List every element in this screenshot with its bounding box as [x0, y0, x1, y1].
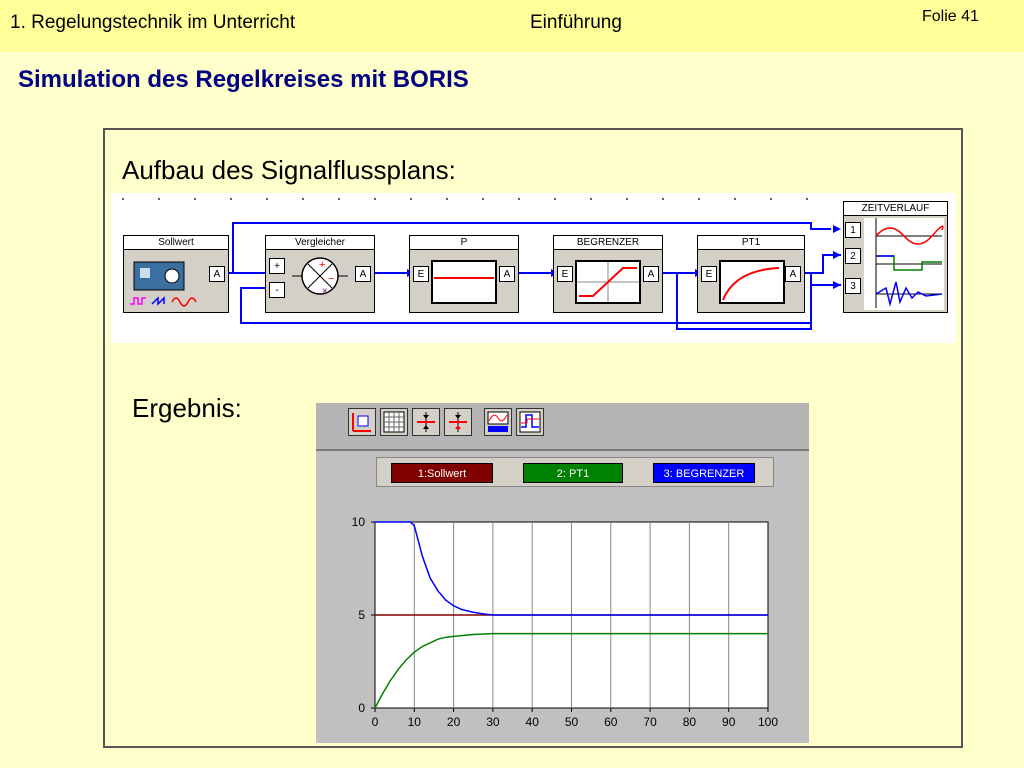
x-tick-label: 0	[372, 715, 379, 729]
input-port-minus[interactable]: -	[269, 282, 285, 298]
block-zeitverlauf[interactable]: ZEITVERLAUF 1 2 3	[843, 201, 948, 313]
result-heading: Ergebnis:	[132, 393, 242, 423]
block-label: Vergleicher	[266, 236, 374, 250]
chapter-title: 1. Regelungstechnik im Unterricht	[10, 12, 296, 33]
x-tick-label: 20	[447, 715, 461, 729]
legend-item-begrenzer[interactable]: 3: BEGRENZER	[653, 463, 755, 483]
input-port[interactable]: E	[557, 266, 573, 282]
block-label: PT1	[698, 236, 804, 250]
svg-text:×: ×	[322, 286, 328, 297]
limiter-icon	[575, 260, 641, 304]
grid-button[interactable]	[380, 408, 408, 436]
series-line-2	[374, 632, 768, 709]
output-port[interactable]: A	[355, 266, 371, 282]
x-tick-label: 70	[643, 715, 657, 729]
x-tick-label: 90	[722, 715, 736, 729]
series-line-3	[375, 521, 768, 616]
x-tick-label: 50	[565, 715, 579, 729]
wave-view-button[interactable]	[484, 408, 512, 436]
block-label: P	[410, 236, 518, 250]
wire-pt1-scope	[803, 254, 841, 274]
block-label: ZEITVERLAUF	[844, 202, 947, 216]
result-toolbar	[316, 403, 809, 451]
output-port[interactable]: A	[643, 266, 659, 282]
cursor-2-icon	[449, 412, 467, 432]
block-vergleicher[interactable]: Vergleicher + - + − × A	[265, 235, 375, 313]
x-tick-label: 80	[683, 715, 697, 729]
block-label: BEGRENZER	[554, 236, 662, 250]
block-begrenzer[interactable]: BEGRENZER E A	[553, 235, 663, 313]
header-bar: 1. Regelungstechnik im Unterricht Einfüh…	[0, 0, 1024, 52]
y-tick-label: 5	[358, 608, 365, 622]
cursor-1-button[interactable]	[412, 408, 440, 436]
input-port[interactable]: E	[701, 266, 717, 282]
y-tick-label: 0	[358, 701, 365, 715]
svg-text:−: −	[328, 273, 334, 285]
oscilloscope-icon	[864, 218, 944, 310]
diagram-heading: Aufbau des Signalflussplans:	[122, 155, 456, 185]
pt1-icon	[719, 260, 785, 304]
axis-scale-button[interactable]	[348, 408, 376, 436]
summing-point-icon: + − ×	[292, 257, 348, 297]
block-sollwert[interactable]: Sollwert A	[123, 235, 229, 313]
output-port[interactable]: A	[785, 266, 801, 282]
input-port[interactable]: E	[413, 266, 429, 282]
chart-legend: 1:Sollwert 2: PT1 3: BEGRENZER	[376, 457, 774, 487]
x-tick-label: 100	[758, 715, 778, 729]
cursor-1-icon	[417, 412, 435, 432]
slide-title: Simulation des Regelkreises mit BORIS	[18, 66, 469, 93]
block-label: Sollwert	[124, 236, 228, 250]
svg-text:+: +	[319, 259, 325, 271]
cursor-2-button[interactable]	[444, 408, 472, 436]
section-title: Einführung	[530, 12, 622, 33]
input-port-1[interactable]: 1	[845, 222, 861, 238]
y-tick-label: 10	[352, 515, 366, 529]
axis-scale-icon	[352, 413, 371, 432]
wave-view-icon	[487, 411, 509, 432]
p-gain-icon	[431, 260, 497, 304]
output-port[interactable]: A	[209, 266, 225, 282]
legend-item-sollwert[interactable]: 1:Sollwert	[391, 463, 493, 483]
wire-begrenzer-scope	[676, 273, 841, 330]
signal-flow-diagram: Sollwert A Vergleicher + - + − × A P	[111, 193, 956, 343]
slide-number: Folie 41	[922, 8, 979, 25]
legend-item-pt1[interactable]: 2: PT1	[523, 463, 623, 483]
result-chart: 0 10 20 30 40 50 60 70 80 90 100 0 5 10	[352, 515, 779, 729]
x-tick-label: 30	[486, 715, 500, 729]
signal-generator-icon	[130, 261, 197, 307]
x-tick-label: 10	[408, 715, 422, 729]
result-window: 1:Sollwert 2: PT1 3: BEGRENZER 0 10 20 30 40…	[316, 403, 809, 743]
input-port-plus[interactable]: +	[269, 258, 285, 274]
output-port[interactable]: A	[499, 266, 515, 282]
grid-icon	[383, 411, 405, 433]
x-tick-label: 60	[604, 715, 618, 729]
input-port-2[interactable]: 2	[845, 248, 861, 264]
block-pt1[interactable]: PT1 E A	[697, 235, 805, 313]
wire-sollwert-scope	[232, 222, 831, 273]
wiring	[122, 198, 841, 330]
block-p[interactable]: P E A	[409, 235, 519, 313]
input-port-3[interactable]: 3	[845, 278, 861, 294]
step-view-icon	[519, 411, 541, 433]
step-view-button[interactable]	[516, 408, 544, 436]
x-tick-label: 40	[526, 715, 540, 729]
